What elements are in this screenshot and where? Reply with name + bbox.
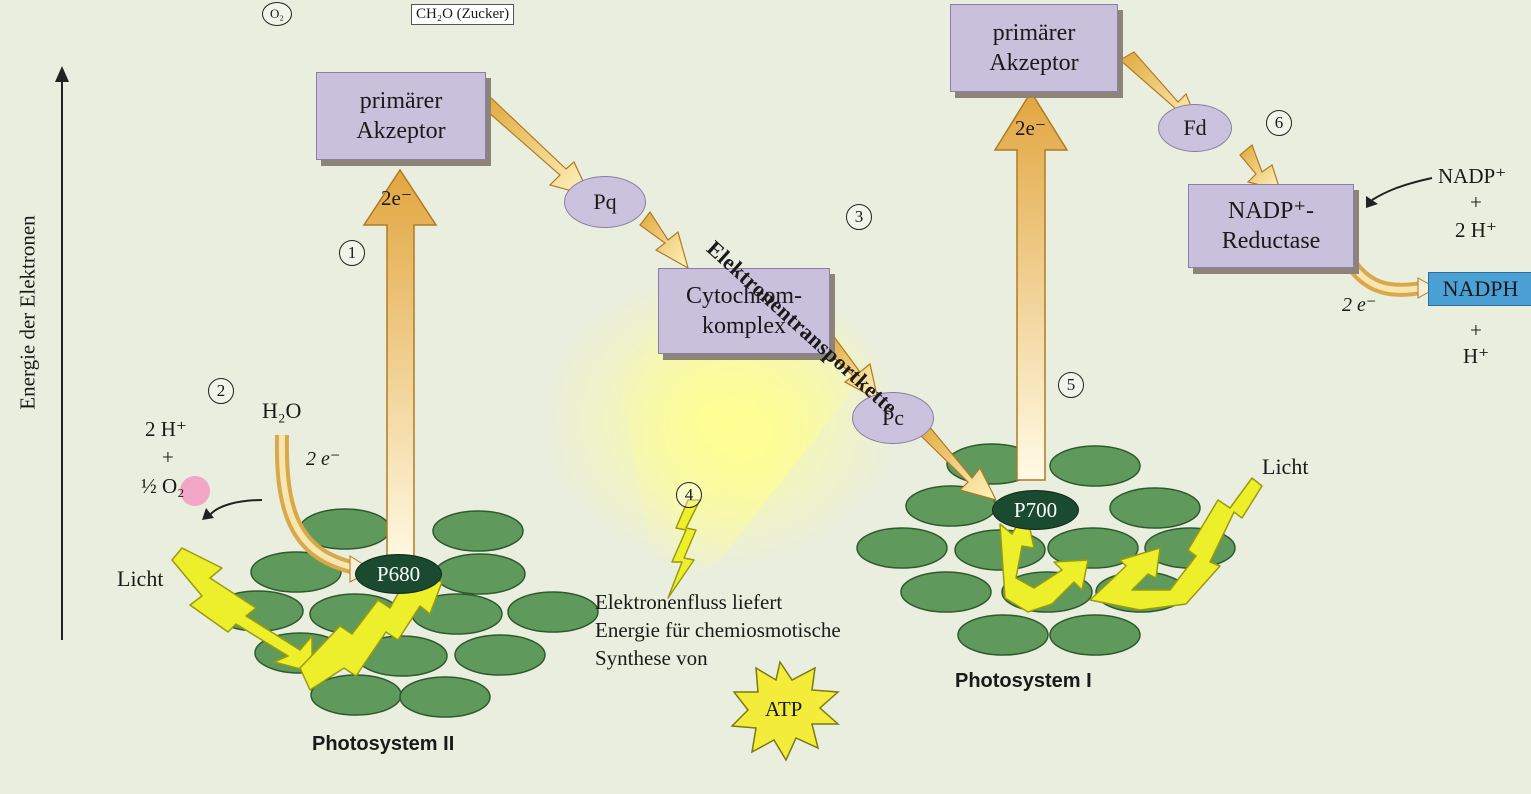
nadp-reductase-label: NADP⁺-Reductase xyxy=(1206,196,1336,256)
nadph-plus-sign: + xyxy=(1470,318,1482,342)
ps1-light-label: Licht xyxy=(1262,454,1308,479)
atp-note-line-2: Energie für chemiosmotische xyxy=(595,618,841,642)
oxygen-label: ½ O₂ xyxy=(141,474,185,498)
ps2-primary-acceptor: primärer Akzeptor xyxy=(316,72,486,160)
step-6-marker: 6 xyxy=(1266,110,1292,136)
oxygen-marker xyxy=(180,476,210,506)
step-1-marker: 1 xyxy=(339,240,365,266)
nadp-reductase: NADP⁺-Reductase xyxy=(1188,184,1354,268)
ps1-primary-acceptor-label: primärer Akzeptor xyxy=(974,18,1094,78)
atp-note-line-3: Synthese von xyxy=(595,646,708,670)
photosystem-2-title: Photosystem II xyxy=(312,733,454,756)
energy-axis-label: Energie der Elektronen xyxy=(16,193,41,433)
sugar-top-label: CH₂O (Zucker) xyxy=(411,4,514,25)
water-electrons-label: 2 e⁻ xyxy=(306,448,340,471)
ps1-upward-arrow xyxy=(995,92,1067,480)
atp-note-line-1: Elektronenfluss liefert xyxy=(595,590,782,614)
nadph-electrons-label: 2 e⁻ xyxy=(1342,294,1376,317)
photosystem-1-title: Photosystem I xyxy=(955,670,1092,693)
nadph-product: NADPH xyxy=(1428,272,1531,306)
plastoquinone-pq: Pq xyxy=(564,176,646,228)
ps1-electrons-label: 2e⁻ xyxy=(1015,116,1046,140)
p700-reaction-center: P700 xyxy=(992,490,1079,530)
ps2-electrons-label: 2e⁻ xyxy=(381,186,412,210)
p680-reaction-center: P680 xyxy=(355,554,442,594)
step-4-marker: 4 xyxy=(676,482,702,508)
nadph-proton-label: H⁺ xyxy=(1463,344,1489,368)
protons-label: 2 H⁺ xyxy=(145,417,187,441)
energy-axis-arrow xyxy=(55,66,69,640)
water-plus-sign: + xyxy=(162,445,174,469)
ferredoxin-fd: Fd xyxy=(1158,104,1232,152)
water-label: H₂O xyxy=(262,398,301,423)
reductase-to-nadph-arrow xyxy=(1350,262,1436,298)
ps2-primary-acceptor-label: primärer Akzeptor xyxy=(341,86,461,146)
nadp-protons-label: 2 H⁺ xyxy=(1455,218,1497,242)
step-3-marker: 3 xyxy=(846,204,872,230)
step-5-marker: 5 xyxy=(1058,372,1084,398)
nadp-plus-label: NADP⁺ xyxy=(1438,164,1506,188)
atp-label: ATP xyxy=(765,697,802,721)
photosystem-1-chlorophylls xyxy=(857,444,1235,655)
step-2-marker: 2 xyxy=(208,378,234,404)
nadp-in-arrow xyxy=(1366,178,1432,208)
ps2-upward-arrow xyxy=(364,170,436,570)
oxygen-top-label: O₂ xyxy=(262,2,292,26)
ps1-primary-acceptor: primärer Akzeptor xyxy=(950,4,1118,92)
nadp-plus-sign: + xyxy=(1470,190,1482,214)
ps2-light-label: Licht xyxy=(117,566,163,591)
